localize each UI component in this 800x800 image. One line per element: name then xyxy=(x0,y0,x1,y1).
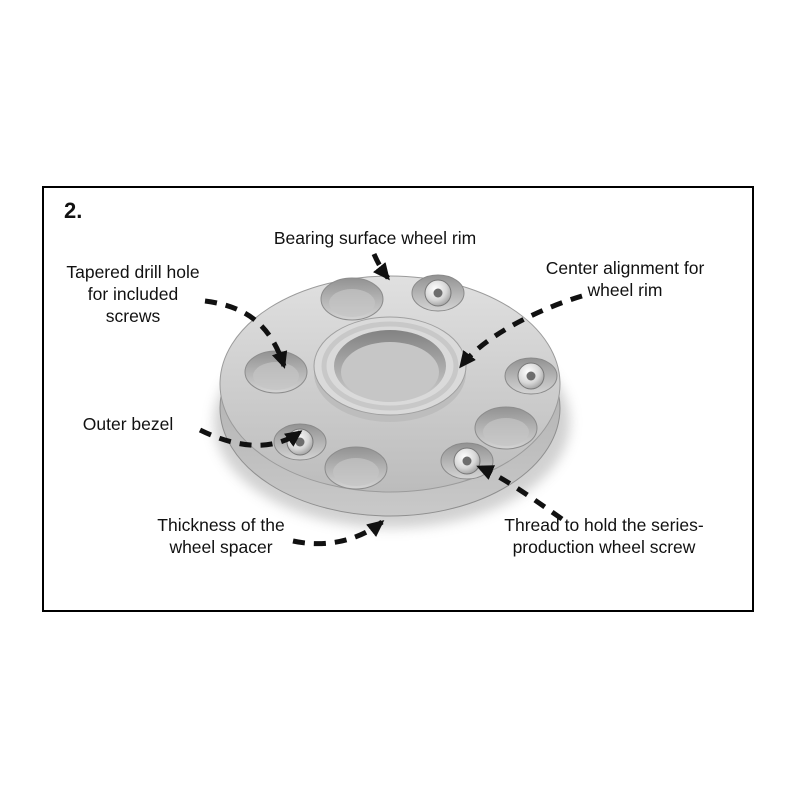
threaded-insert xyxy=(440,442,494,480)
counterbore-hole xyxy=(474,406,538,450)
counterbore-hole xyxy=(324,446,388,490)
arrow-center-alignment xyxy=(459,293,583,369)
counterbore-hole xyxy=(244,350,308,394)
center-bore xyxy=(334,330,446,402)
arrow-bearing-surface xyxy=(371,253,390,281)
counterbore-hole xyxy=(320,277,384,321)
threaded-insert xyxy=(411,274,465,312)
arrow-thread xyxy=(476,464,564,522)
label-thread: Thread to hold the series- production wh… xyxy=(504,515,704,557)
label-center-alignment: Center alignment for wheel rim xyxy=(545,258,705,300)
label-bearing-surface: Bearing surface wheel rim xyxy=(273,228,477,248)
step-number: 2. xyxy=(64,198,83,223)
label-outer-bezel: Outer bezel xyxy=(82,414,174,434)
label-tapered-drill-hole: Tapered drill hole for included screws xyxy=(66,262,200,326)
label-thickness: Thickness of the wheel spacer xyxy=(157,515,285,557)
threaded-insert xyxy=(504,357,558,395)
arrow-thickness xyxy=(292,520,385,547)
